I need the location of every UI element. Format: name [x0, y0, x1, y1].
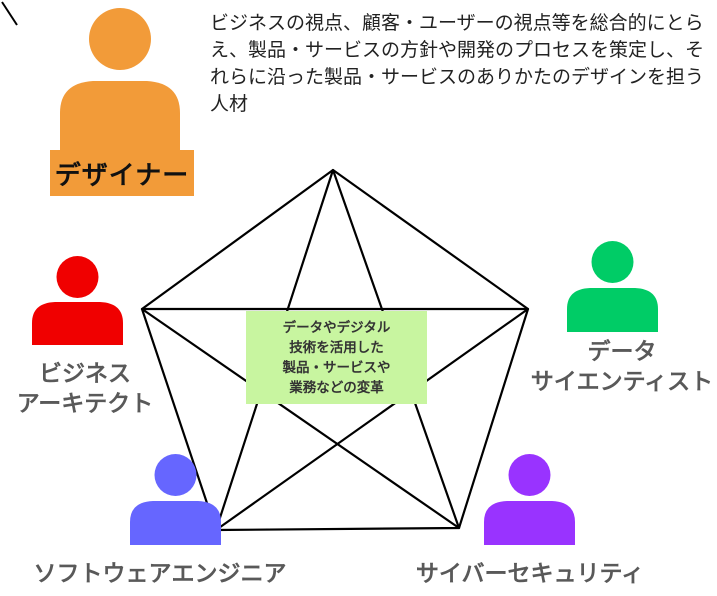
cybersecurity-label: サイバーセキュリティ: [405, 560, 655, 590]
inner-star: [140, 168, 530, 532]
center-box: データやデジタル 技術を活用した 製品・サービスや 業務などの変革: [246, 311, 427, 404]
software-engineer-person-icon: [128, 453, 223, 545]
designer-label: デザイナー: [50, 150, 194, 196]
business-architect-person-icon: [30, 255, 125, 345]
designer-person-icon: [55, 5, 185, 150]
cybersecurity-label-line1: サイバーセキュリティ: [415, 561, 645, 587]
edge-fragment: [1, 1, 18, 26]
center-text: データやデジタル 技術を活用した 製品・サービスや 業務などの変革: [282, 319, 391, 396]
business-architect-label-line1: ビジネス: [39, 361, 131, 387]
designer-label-text: デザイナー: [54, 160, 190, 191]
cybersecurity-person-icon: [482, 453, 577, 545]
business-architect-label-line2: アーキテクト: [16, 390, 154, 417]
software-engineer-label: ソフトウェアエンジニア: [20, 560, 300, 590]
designer-description: ビジネスの視点、顧客・ユーザーの視点等を総合的にとらえ、製品・サービスの方針や開…: [210, 12, 705, 115]
data-scientist-person-icon: [565, 240, 660, 332]
data-scientist-label: データ サイエンティスト: [527, 338, 717, 398]
data-scientist-label-line1: データ: [587, 339, 657, 365]
data-scientist-label-line2: サイエンティスト: [530, 368, 714, 395]
pentagon-outline: [140, 168, 530, 532]
business-architect-label: ビジネス アーキテクト: [0, 360, 170, 420]
software-engineer-label-line1: ソフトウェアエンジニア: [33, 561, 287, 587]
